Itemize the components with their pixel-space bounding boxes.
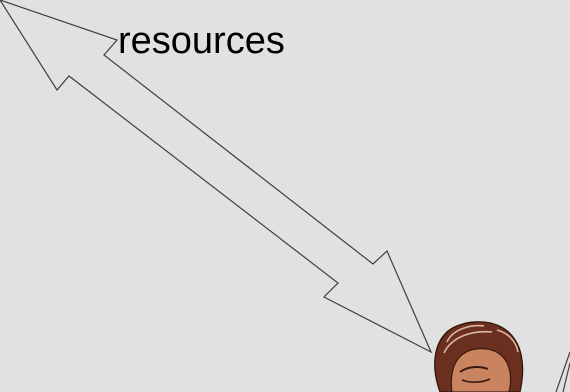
partial-arrow-icon	[556, 352, 570, 392]
person-clipart-icon	[435, 322, 523, 392]
resources-label: resources	[118, 18, 285, 64]
